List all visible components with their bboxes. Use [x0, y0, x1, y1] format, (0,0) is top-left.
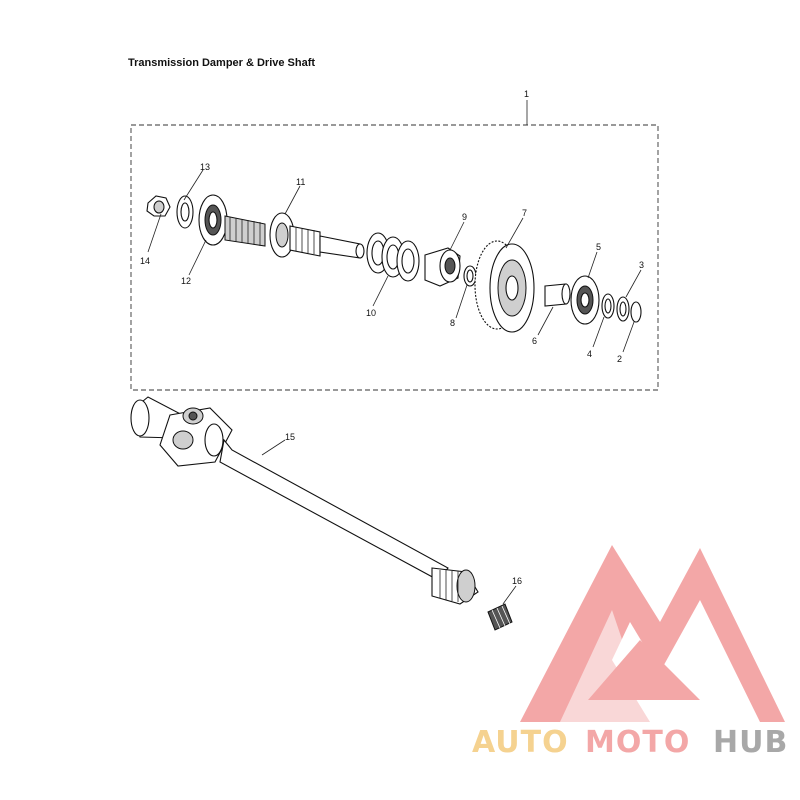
part-4-washer	[601, 293, 615, 319]
part-12-bearing	[198, 194, 228, 246]
callout-7: 7	[522, 208, 527, 218]
callout-12: 12	[181, 276, 191, 286]
callout-10: 10	[366, 308, 376, 318]
watermark-brand-hub: HUB	[713, 725, 788, 760]
watermark-brand-moto: MOTO	[585, 725, 690, 760]
callout-14: 14	[140, 256, 150, 266]
leader-lines	[147, 100, 642, 605]
callout-15: 15	[285, 432, 295, 442]
diagram-title: Transmission Damper & Drive Shaft	[128, 57, 316, 69]
callout-1: 1	[524, 89, 529, 99]
part-16-spring	[487, 603, 513, 631]
watermark-logo: AUTO MOTO HUB	[472, 545, 788, 760]
callout-11: 11	[296, 177, 305, 187]
part-14-nut	[146, 195, 171, 217]
part-6-sleeve	[544, 283, 571, 307]
assembly-boundary	[130, 124, 659, 391]
callout-8: 8	[450, 318, 455, 328]
callout-4: 4	[587, 349, 592, 359]
part-15-drive-shaft	[130, 396, 479, 605]
part-2-snap-ring	[630, 301, 642, 323]
callout-6: 6	[532, 336, 537, 346]
part-13-washer	[176, 195, 194, 229]
part-8-ring	[463, 265, 477, 287]
callout-13: 13	[200, 162, 210, 172]
callout-9: 9	[462, 212, 467, 222]
callout-16: 16	[512, 576, 522, 586]
part-10-damper-springs	[366, 232, 420, 282]
callout-2: 2	[617, 354, 622, 364]
part-3-washer	[616, 296, 630, 322]
part-7-gear	[474, 240, 535, 333]
part-9-damper-cam	[424, 247, 461, 287]
watermark-triangle-icon	[520, 545, 785, 722]
part-11-shaft	[224, 212, 365, 259]
part-5-bearing	[570, 275, 600, 325]
callout-3: 3	[639, 260, 644, 270]
callout-5: 5	[596, 242, 601, 252]
watermark-brand-auto: AUTO	[472, 725, 569, 760]
